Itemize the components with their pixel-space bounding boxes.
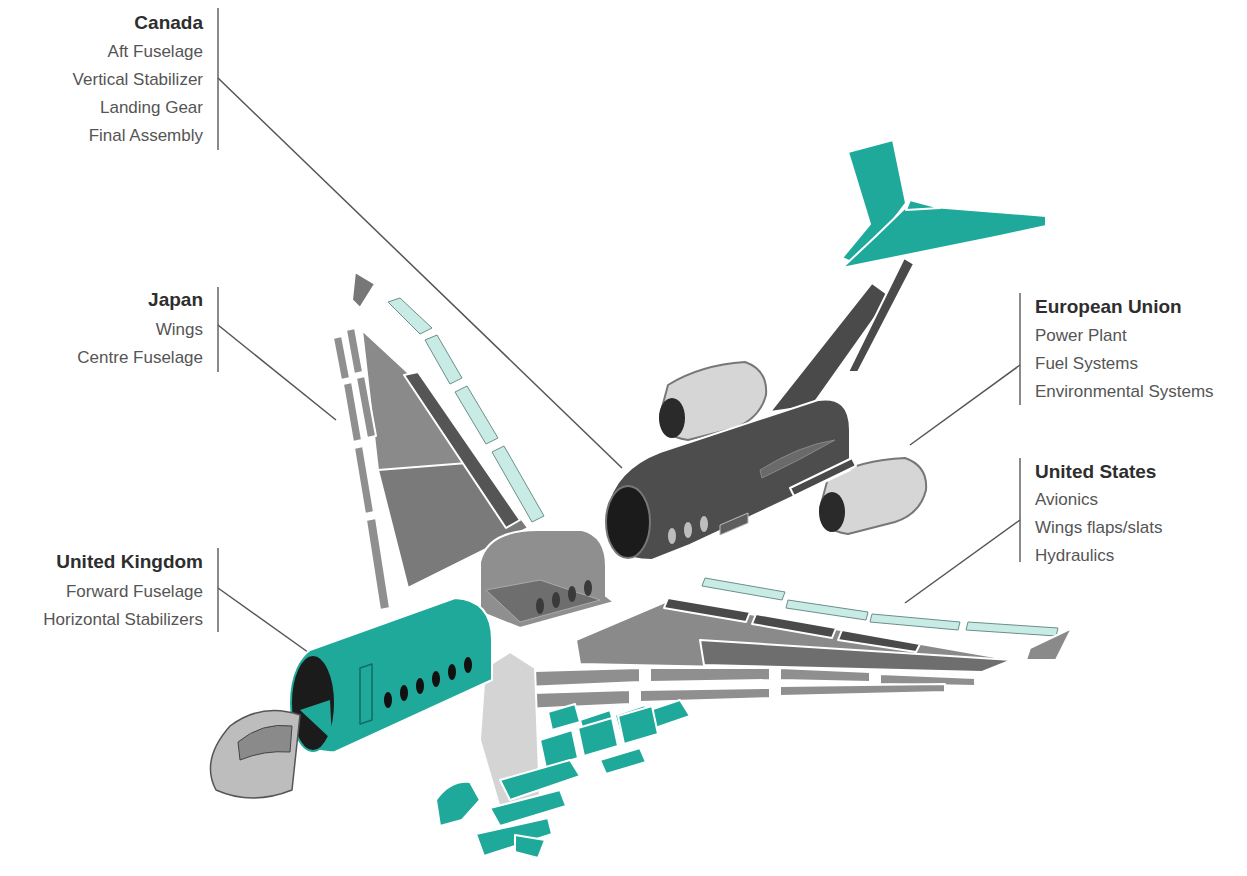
part-label: Vertical Stabilizer bbox=[73, 70, 203, 90]
country-heading: Canada bbox=[134, 12, 203, 34]
part-label: Final Assembly bbox=[89, 126, 203, 146]
part-label: Wings bbox=[156, 320, 203, 340]
part-label: Landing Gear bbox=[100, 98, 203, 118]
country-heading: United Kingdom bbox=[56, 551, 203, 573]
part-label: Horizontal Stabilizers bbox=[43, 610, 203, 630]
leader-lines bbox=[218, 78, 1020, 655]
part-label: Environmental Systems bbox=[1035, 382, 1214, 402]
part-label: Aft Fuselage bbox=[108, 42, 203, 62]
group-bars bbox=[218, 8, 1020, 632]
part-label: Forward Fuselage bbox=[66, 582, 203, 602]
part-label: Fuel Systems bbox=[1035, 354, 1138, 374]
part-label: Wings flaps/slats bbox=[1035, 518, 1163, 538]
country-heading: United States bbox=[1035, 461, 1156, 483]
country-heading: European Union bbox=[1035, 296, 1182, 318]
part-label: Avionics bbox=[1035, 490, 1098, 510]
part-label: Power Plant bbox=[1035, 326, 1127, 346]
part-label: Hydraulics bbox=[1035, 546, 1114, 566]
part-label: Centre Fuselage bbox=[77, 348, 203, 368]
country-heading: Japan bbox=[148, 289, 203, 311]
